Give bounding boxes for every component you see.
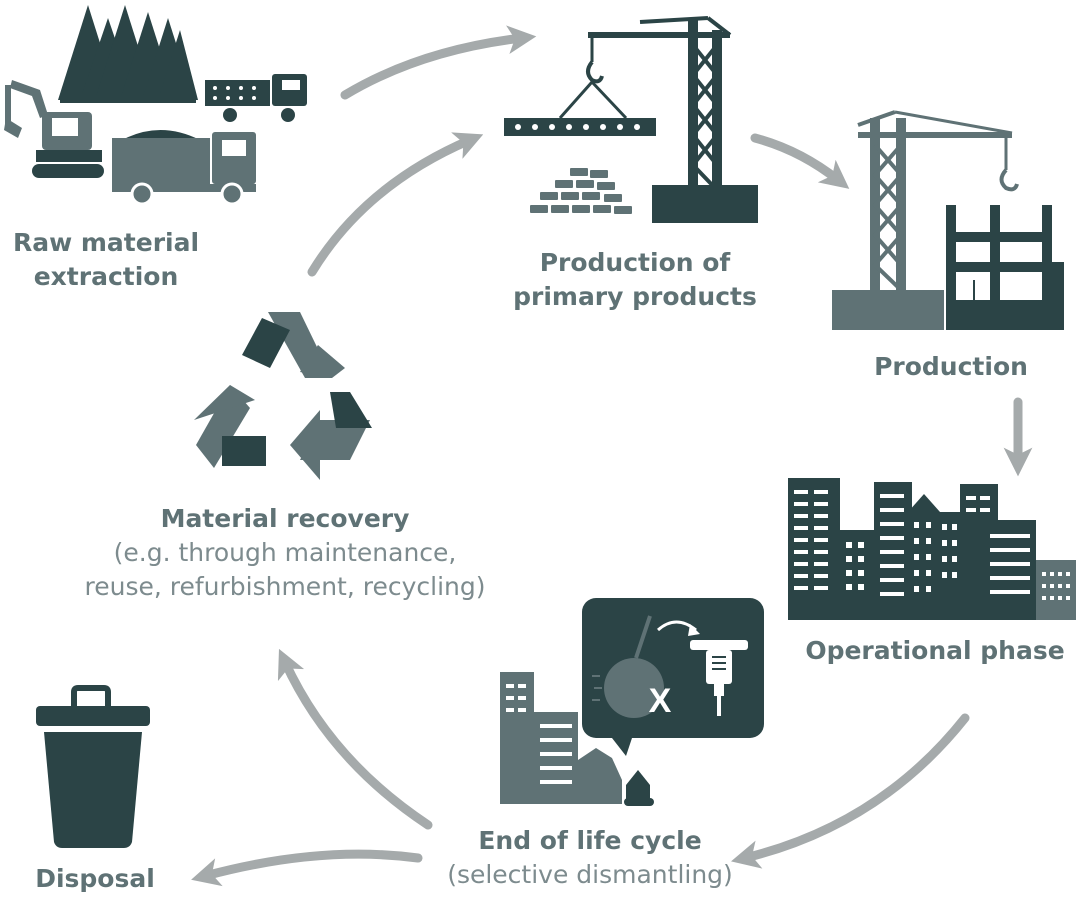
log-truck-icon [205, 74, 307, 122]
production-title: Production [874, 352, 1028, 381]
primary-products-line1: Production of [539, 248, 731, 277]
arrow-extraction-to-primary [340, 25, 537, 100]
recovery-subtitle-line1: (e.g. through maintenance, [113, 538, 457, 567]
label-production: Production [840, 350, 1062, 384]
recycle-icon [194, 312, 372, 480]
demolition-building-icon [500, 672, 654, 806]
label-operational: Operational phase [790, 634, 1080, 668]
end-of-life-subtitle: (selective dismantling) [447, 860, 733, 889]
city-skyline-icon [788, 478, 1076, 620]
arrow-recovery-to-primary [307, 132, 484, 277]
beam-holes [515, 124, 640, 130]
operational-title: Operational phase [805, 636, 1065, 665]
disposal-title: Disposal [35, 864, 155, 893]
excavator-icon [4, 80, 104, 178]
wrecking-ball-icon [592, 615, 664, 718]
recovery-title: Material recovery [160, 504, 410, 533]
arrow-endoflife-to-recovery [277, 648, 433, 830]
label-end-of-life: End of life cycle (selective dismantling… [410, 824, 770, 892]
arrow-primary-to-production [750, 133, 850, 189]
arrow-endoflife-to-disposal [191, 849, 423, 887]
dump-truck-icon [112, 130, 256, 206]
jackhammer-icon [690, 640, 748, 716]
bricks-pile-icon [530, 168, 632, 214]
label-material-recovery: Material recovery (e.g. through maintena… [60, 502, 510, 604]
building-frame-icon [946, 205, 1064, 330]
x-mark: X [649, 682, 672, 720]
label-disposal: Disposal [10, 862, 180, 896]
trash-can-icon [36, 685, 150, 848]
tower-crane-icon [504, 16, 758, 223]
label-primary-products: Production of primary products [490, 246, 780, 314]
construction-crane-icon [832, 110, 1019, 330]
forest-icon [58, 5, 198, 103]
raw-material-line2: extraction [33, 262, 179, 291]
primary-products-line2: primary products [513, 282, 757, 311]
end-of-life-title: End of life cycle [478, 826, 702, 855]
raw-material-line1: Raw material [12, 228, 200, 257]
recovery-subtitle-line2: reuse, refurbishment, recycling) [84, 572, 486, 601]
label-raw-material: Raw material extraction [0, 226, 212, 294]
curved-arrow-icon [657, 620, 700, 636]
arrow-operational-to-endoflife [731, 713, 970, 869]
